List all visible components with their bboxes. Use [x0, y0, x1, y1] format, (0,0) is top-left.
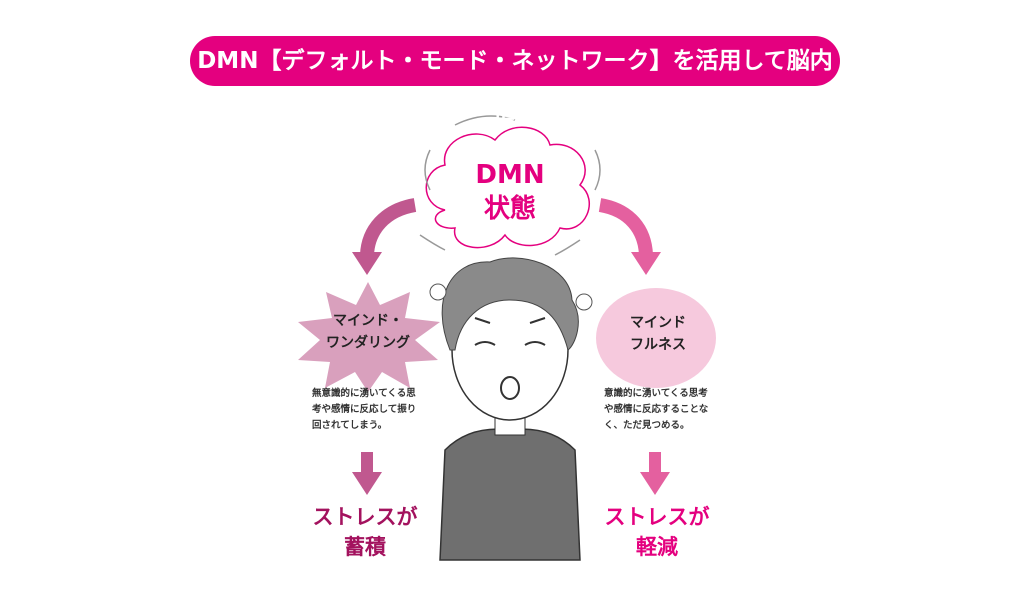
starburst-shape — [298, 282, 440, 392]
down-arrow-right-head — [640, 472, 670, 495]
person-illustration — [429, 257, 593, 561]
left-label-line1: マインド・ — [333, 313, 403, 329]
down-arrow-left-head — [352, 472, 382, 495]
down-arrow-left-shaft — [361, 452, 373, 474]
page-title: DMN【デフォルト・モード・ネットワーク】を活用して脳内整理 — [190, 36, 840, 124]
stress-accumulates-result: ストレスが蓄積 — [300, 502, 430, 562]
left-result-line1: ストレスが — [312, 505, 418, 529]
stress-reduced-result: ストレスが軽減 — [592, 502, 722, 562]
right-result-line2: 軽減 — [636, 535, 678, 559]
mind-wandering-label: マインド・ワンダリング — [298, 310, 438, 354]
dmn-label: DMN — [475, 160, 545, 190]
right-result-line1: ストレスが — [604, 505, 710, 529]
left-label-line2: ワンダリング — [326, 335, 410, 351]
cloud-shape — [425, 126, 590, 249]
worry-lines — [419, 115, 601, 256]
mindfulness-description: 意識的に湧いてくる思考や感情に反応することなく、ただ見つめる。 — [604, 388, 709, 431]
state-label: 状態 — [483, 194, 536, 224]
dmn-state-label: DMN 状態 — [440, 158, 580, 226]
arrow-left-curve — [360, 198, 417, 256]
arrow-right-curve — [598, 198, 653, 256]
arrow-right-head — [631, 252, 661, 275]
mindfulness-label: マインドフルネス — [598, 312, 718, 356]
down-arrow-right-shaft — [649, 452, 661, 474]
mind-wandering-description: 無意識的に湧いてくる思考や感情に反応して振り回されてしまう。 — [312, 388, 417, 431]
right-label-line2: フルネス — [630, 337, 686, 353]
left-result-line2: 蓄積 — [344, 535, 386, 559]
pink-circle — [596, 288, 716, 388]
arrow-left-head — [352, 252, 382, 275]
right-label-line1: マインド — [630, 315, 686, 331]
